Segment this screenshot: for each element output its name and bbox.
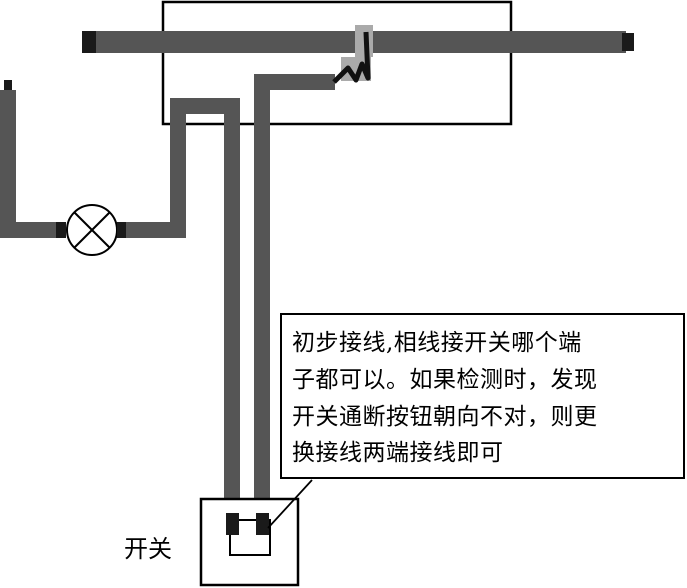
wire-neutral-loop: [126, 98, 240, 515]
note-line-3: 开关通断按钮朝向不对，则更: [292, 404, 598, 430]
tube-end-left: [82, 31, 96, 53]
note-line-4: 换接线两端接线即可: [292, 440, 504, 466]
note-line-1: 初步接线,相线接开关哪个端: [292, 330, 582, 356]
note-line-2: 子都可以。如果检测时，发现: [292, 367, 598, 393]
wire-live: [254, 74, 335, 515]
wire-left: [0, 90, 65, 238]
switch-terminal-right: [256, 513, 269, 535]
callout-note: 初步接线,相线接开关哪个端 子都可以。如果检测时，发现 开关通断按钮朝向不对，则…: [280, 313, 685, 479]
fixture-box: [161, 0, 513, 126]
lamp-terminal-left: [56, 222, 66, 238]
switch-terminal-left: [226, 513, 239, 535]
twisted-splice-icon: [332, 31, 371, 84]
wire-left-end: [4, 80, 12, 92]
callout-pointer: [267, 479, 313, 529]
tube-end-right: [622, 33, 634, 51]
lamp-terminal-right: [117, 222, 127, 238]
switch-label: 开关: [124, 535, 172, 563]
